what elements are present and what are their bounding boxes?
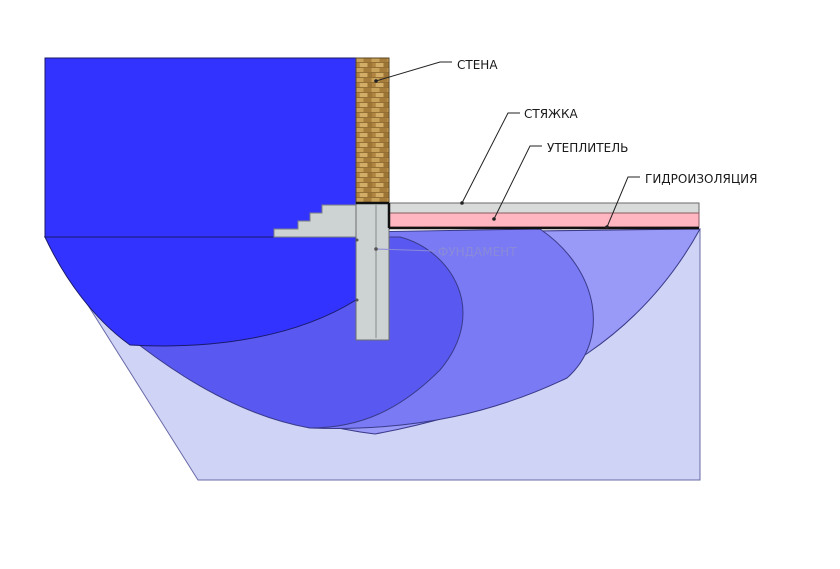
leader-foundation xyxy=(375,248,436,252)
leader-dot xyxy=(374,79,378,83)
leader-dot xyxy=(605,225,609,229)
label-screed: СТЯЖКА xyxy=(524,107,578,121)
stepped-footing xyxy=(273,204,357,238)
leader-screed xyxy=(461,112,520,204)
label-waterproofing: ГИДРОИЗОЛЯЦИЯ xyxy=(645,172,757,186)
insulation-layer xyxy=(388,212,700,228)
label-wall: СТЕНА xyxy=(457,58,498,72)
foundation-dot xyxy=(355,238,359,242)
screed-layer xyxy=(388,202,700,214)
leader-dot xyxy=(374,247,378,251)
leader-wall xyxy=(375,61,452,82)
brick-wall xyxy=(355,57,390,204)
leader-dot xyxy=(460,201,464,205)
foundation-column xyxy=(355,202,390,341)
foundation-dot xyxy=(355,298,359,302)
label-insulation: УТЕПЛИТЕЛЬ xyxy=(547,141,628,155)
label-foundation: ФУНДАМЕНТ xyxy=(438,245,517,259)
leader-waterproofing xyxy=(606,176,640,228)
leader-dot xyxy=(492,217,496,221)
leader-insulation xyxy=(493,145,542,220)
room-area xyxy=(44,57,357,347)
